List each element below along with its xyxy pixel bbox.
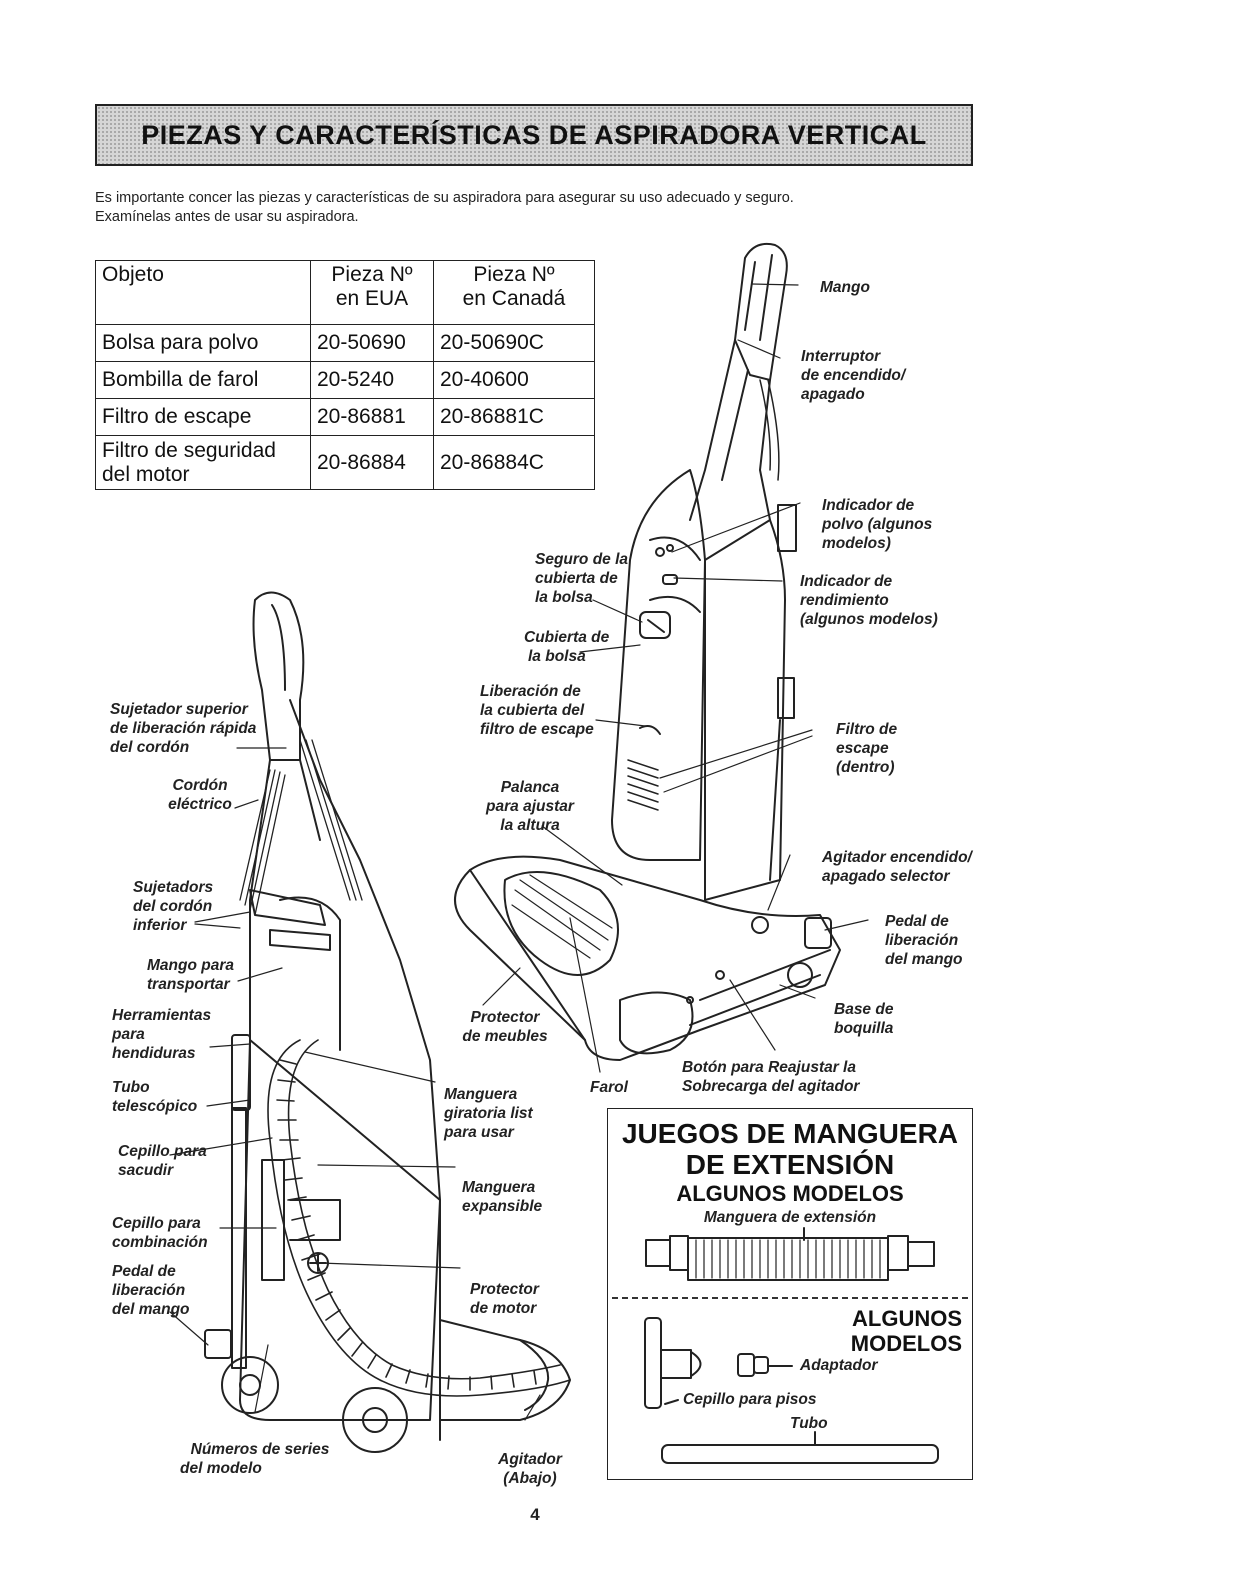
cell-item: Filtro de seguridad del motor xyxy=(95,435,311,490)
cell-usa: 20-50690 xyxy=(310,324,434,362)
hose-kit-subtitle: ALGUNOS MODELOS xyxy=(676,1181,904,1206)
table-row: Bolsa para polvo 20-50690 20-50690C xyxy=(95,324,595,362)
header-canada: Pieza Nº en Canadá xyxy=(433,260,595,325)
intro-text: Es importante concer las piezas y caract… xyxy=(95,189,975,227)
intro-line-2: Examínelas antes de usar su aspiradora. xyxy=(95,209,359,225)
callout-leader-lines xyxy=(169,283,869,1421)
label-hose: Manguera de extensión xyxy=(703,1209,877,1226)
table-row: Filtro de escape 20-86881 20-86881C xyxy=(95,398,595,436)
label-adapter: Adaptador xyxy=(800,1357,878,1374)
cell-usa: 20-86881 xyxy=(310,398,434,436)
label-agitador-selector: Agitador encendido/apagado selector xyxy=(822,849,972,885)
cell-item: Filtro de escape xyxy=(95,398,311,436)
label-mango: Mango xyxy=(820,279,870,296)
hose-kit-title-line-1: JUEGOS DE MANGUERA xyxy=(621,1118,959,1149)
floor-brush-drawing xyxy=(644,1317,702,1409)
cell-item: Bolsa para polvo xyxy=(95,324,311,362)
hose-kit-box xyxy=(607,1108,973,1480)
label-agitador-abajo: Agitador(Abajo) xyxy=(498,1451,562,1487)
hose-kit-heading: JUEGOS DE MANGUERA DE EXTENSIÓN ALGUNOS … xyxy=(607,1118,973,1208)
header-usa: Pieza Nº en EUA xyxy=(310,260,434,325)
cell-canada: 20-50690C xyxy=(433,324,595,362)
table-header-row: Objeto Pieza Nº en EUA Pieza Nº en Canad… xyxy=(95,260,595,325)
cell-canada: 20-40600 xyxy=(433,361,595,399)
label-floor-brush: Cepillo para pisos xyxy=(683,1391,817,1408)
table-row: Filtro de seguridad del motor 20-86884 2… xyxy=(95,435,595,490)
adapter-drawing xyxy=(737,1353,793,1377)
intro-line-1: Es importante concer las piezas y caract… xyxy=(95,190,794,206)
some-models-badge: ALGUNOS MODELOS xyxy=(850,1306,962,1356)
rear-view-vacuum xyxy=(204,591,571,1453)
label-farol: Farol xyxy=(590,1079,628,1096)
table-row: Bombilla de farol 20-5240 20-40600 xyxy=(95,361,595,399)
tube-drawing xyxy=(661,1431,939,1464)
cell-usa: 20-86884 xyxy=(310,435,434,490)
extension-hose-drawing xyxy=(645,1227,935,1281)
label-tube: Tubo xyxy=(790,1415,828,1432)
cell-canada: 20-86884C xyxy=(433,435,595,490)
parts-table: Objeto Pieza Nº en EUA Pieza Nº en Canad… xyxy=(95,260,595,490)
label-seguro-cubierta: Seguro de la cubierta de la bolsa xyxy=(535,551,629,606)
page-title: PIEZAS Y CARACTERÍSTICAS DE ASPIRADORA V… xyxy=(141,119,927,150)
page-number: 4 xyxy=(530,1505,540,1524)
hose-kit-divider xyxy=(612,1297,968,1299)
title-banner: PIEZAS Y CARACTERÍSTICAS DE ASPIRADORA V… xyxy=(95,104,973,166)
front-view-vacuum xyxy=(454,242,841,1061)
cell-item: Bombilla de farol xyxy=(95,361,311,399)
hose-kit-title-line-2: DE EXTENSIÓN xyxy=(685,1149,895,1180)
header-item: Objeto xyxy=(95,260,311,325)
